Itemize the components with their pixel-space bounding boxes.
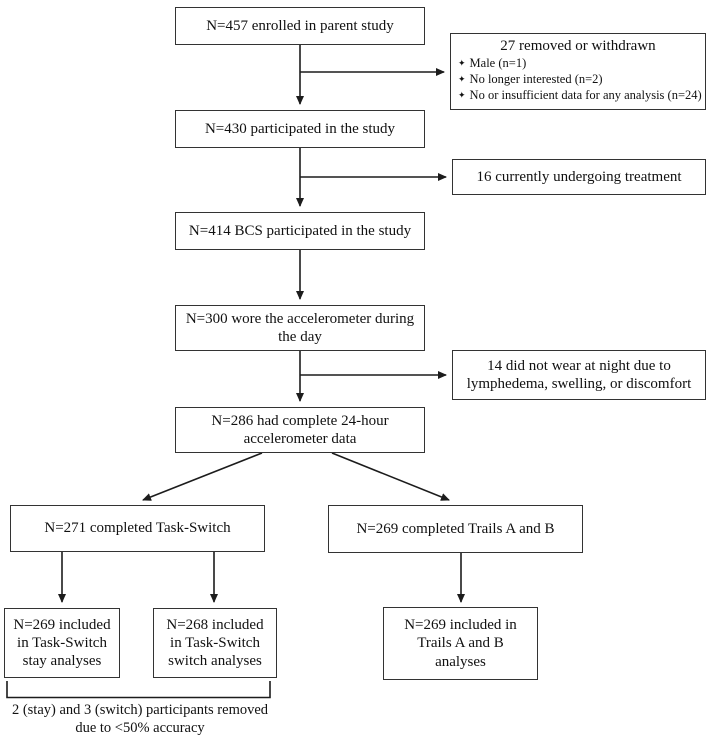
accuracy-footnote: 2 (stay) and 3 (switch) participants rem… — [11, 702, 269, 737]
box-participated: N=430 participated in the study — [175, 110, 425, 148]
box-task-switch-stay: N=269 included in Task-Switch stay analy… — [4, 608, 120, 678]
list-item: ✦ No longer interested (n=2) — [456, 71, 700, 87]
box-trails: N=269 completed Trails A and B — [328, 505, 583, 553]
removed-bullet-male: Male (n=1) — [469, 56, 527, 70]
box-complete-24h: N=286 had complete 24-hour accelerometer… — [175, 407, 425, 453]
box-task-switch-switch: N=268 included in Task-Switch switch ana… — [153, 608, 277, 678]
box-bcs-participated: N=414 BCS participated in the study — [175, 212, 425, 250]
box-treatment-exclusion: 16 currently undergoing treatment — [452, 159, 706, 195]
list-item: ✦ No or insufficient data for any analys… — [456, 87, 702, 103]
bullet-icon: ✦ — [458, 58, 466, 68]
bullet-icon: ✦ — [458, 90, 466, 100]
footnote-bracket — [6, 681, 271, 699]
removed-bullet-data: No or insufficient data for any analysis… — [469, 88, 702, 102]
removed-bullet-interest: No longer interested (n=2) — [469, 72, 603, 86]
box-enrolled: N=457 enrolled in parent study — [175, 7, 425, 45]
removed-title: 27 removed or withdrawn — [500, 38, 656, 54]
box-removed-withdrawn: 27 removed or withdrawn ✦ Male (n=1) ✦ N… — [450, 33, 706, 110]
box-task-switch: N=271 completed Task-Switch — [10, 505, 265, 552]
box-wore-accelerometer: N=300 wore the accelerometer during the … — [175, 305, 425, 351]
bullet-icon: ✦ — [458, 74, 466, 84]
arrow-complete-to-taskswitch — [142, 452, 263, 501]
box-trails-analyses: N=269 included in Trails A and B analyse… — [383, 607, 538, 680]
box-night-wear-exclusion: 14 did not wear at night due to lymphede… — [452, 350, 706, 400]
list-item: ✦ Male (n=1) — [456, 55, 700, 71]
arrow-complete-to-trails — [331, 452, 450, 501]
